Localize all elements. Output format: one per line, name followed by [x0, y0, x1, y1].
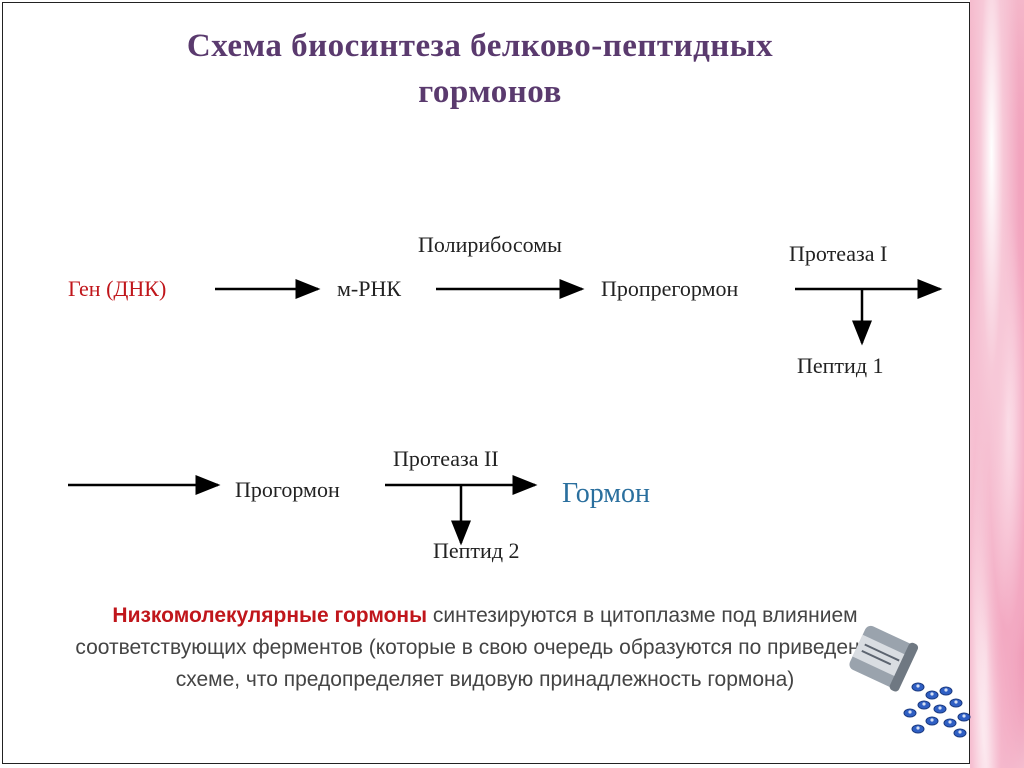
decorative-flower-panel: [970, 0, 1024, 768]
note-text: синтезируются в цитоплазме под влиянием …: [75, 604, 895, 691]
node-preprohormone: Пропрегормон: [601, 276, 739, 301]
slide-title-line-1: Схема биосинтеза белково-пептидных: [186, 28, 774, 64]
note-paragraph: Низкомолекулярные гормоны синтезируются …: [60, 600, 910, 696]
label-protease-1: Протеаза I: [789, 241, 888, 266]
note-highlight: Низкомолекулярные гормоны: [112, 604, 428, 627]
slide-canvas: [2, 2, 970, 764]
node-mrna: м-РНК: [337, 276, 402, 301]
label-polyribosomes: Полирибосомы: [418, 232, 562, 257]
node-peptide-1: Пептид 1: [797, 353, 884, 378]
node-gene-dna: Ген (ДНК): [68, 276, 167, 301]
pill-bottle-image: [849, 625, 971, 738]
node-prohormone: Прогормон: [235, 477, 340, 502]
node-hormone: Гормон: [562, 478, 651, 509]
node-peptide-2: Пептид 2: [433, 538, 520, 563]
slide-title-line-2: гормонов: [418, 74, 562, 110]
label-protease-2: Протеаза II: [393, 446, 499, 471]
